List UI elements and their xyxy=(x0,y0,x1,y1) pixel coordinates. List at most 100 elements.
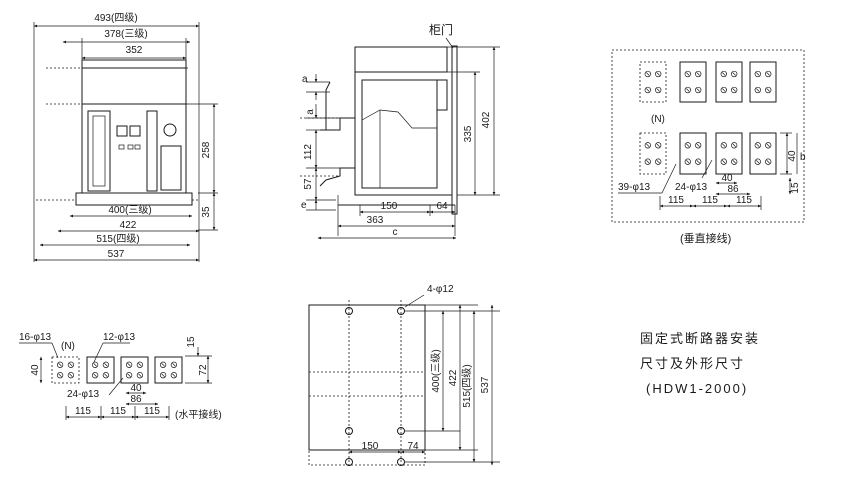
mp-dim-150: 150 xyxy=(362,441,379,452)
bolt-hole xyxy=(731,142,738,149)
bolt-hole xyxy=(644,86,651,94)
bolt-hole xyxy=(720,70,727,78)
bolt-hole xyxy=(765,86,772,94)
on-button xyxy=(116,125,128,137)
title-line3: (HDW1-2000) xyxy=(646,381,748,396)
vt-dim-40b: 40 xyxy=(721,173,733,184)
mounting-plan-view: 4-φ12 400(三级) 422 515(四级) 537 150 74 xyxy=(308,284,500,468)
dim-422: 422 xyxy=(120,220,137,231)
bolt-hole xyxy=(136,361,144,368)
ht-n-label: (N) xyxy=(61,341,75,352)
mount-hole xyxy=(397,458,405,466)
bolt-hole xyxy=(136,372,144,379)
vt-holes-39: 39-φ13 xyxy=(618,182,650,193)
bolt-hole xyxy=(56,372,64,379)
bolt-hole xyxy=(731,70,738,78)
dim-e: e xyxy=(301,200,307,211)
vt-dim-86: 86 xyxy=(727,184,739,195)
bolt-hole xyxy=(720,158,727,165)
busbar-block xyxy=(86,356,115,384)
bolt-hole xyxy=(754,158,761,165)
bolt-hole xyxy=(655,70,662,78)
busbar-block xyxy=(749,132,777,175)
bolt-hole xyxy=(684,70,691,78)
vt-space-1: 115 xyxy=(668,195,684,206)
bolt-hole xyxy=(655,158,662,165)
bolt-hole xyxy=(125,372,133,379)
horizontal-terminal-view: 16-φ13 (N) 12-φ13 24-φ13 40 15 72 40 86 … xyxy=(19,332,222,421)
dim-402: 402 xyxy=(481,111,492,128)
dim-57: 57 xyxy=(303,178,314,190)
bolt-hole xyxy=(655,142,662,149)
busbar-block xyxy=(749,61,777,103)
mp-dim-422: 422 xyxy=(448,369,459,386)
bolt-hole xyxy=(159,361,167,368)
mount-hole xyxy=(397,307,405,315)
busbar-block xyxy=(51,356,80,384)
dim-64: 64 xyxy=(436,201,448,212)
ht-holes-12: 12-φ13 xyxy=(103,332,135,343)
bolt-hole xyxy=(720,142,727,149)
bolt-hole xyxy=(684,86,691,94)
ht-dim-15: 15 xyxy=(186,336,197,348)
ht-space-3: 115 xyxy=(144,406,160,417)
mount-hole xyxy=(345,307,353,315)
mp-dim-515: 515(四级) xyxy=(461,364,473,407)
mp-dim-537: 537 xyxy=(480,376,491,393)
vt-caption: (垂直接线) xyxy=(680,231,731,245)
mp-dim-400: 400(三级) xyxy=(430,349,442,392)
cabinet-door xyxy=(451,45,458,215)
bolt-hole xyxy=(754,70,761,78)
side-view: 柜门 a a 112 57 e 335 xyxy=(300,22,500,240)
mount-hole xyxy=(345,427,353,435)
bolt-hole xyxy=(644,142,651,149)
title-block: 固定式断路器安装 尺寸及外形尺寸 (HDW1-2000) xyxy=(640,331,758,396)
vt-dim-15: 15 xyxy=(790,182,801,194)
vt-n-label: (N) xyxy=(651,114,665,125)
off-button xyxy=(129,125,141,137)
bolt-hole xyxy=(731,158,738,165)
vt-space-2: 115 xyxy=(702,195,718,206)
mounting-outline xyxy=(308,304,426,451)
bolt-hole xyxy=(125,361,133,368)
mount-hole xyxy=(345,458,353,466)
busbar-block xyxy=(715,132,743,175)
dim-150: 150 xyxy=(381,201,398,212)
bolt-hole xyxy=(644,158,651,165)
right-panel xyxy=(160,145,182,191)
dim-537: 537 xyxy=(108,249,125,260)
vertical-terminal-view: (N) 40 b 40 86 15 39-φ13 24-φ13 115 115 … xyxy=(611,49,806,223)
dim-c: c xyxy=(393,227,398,238)
vt-dim-40: 40 xyxy=(787,150,798,162)
indicator xyxy=(163,123,177,137)
busbar-block xyxy=(639,61,667,103)
busbar-block xyxy=(679,132,707,175)
ht-caption: (水平接线) xyxy=(175,408,222,421)
ht-dim-86: 86 xyxy=(130,394,142,405)
dim-a-mid: a xyxy=(305,109,316,115)
bolt-hole xyxy=(159,372,167,379)
bolt-hole xyxy=(102,372,110,379)
dim-378: 378(三级) xyxy=(104,28,147,40)
dim-258: 258 xyxy=(201,141,212,158)
busbar-block xyxy=(154,356,183,384)
bolt-hole xyxy=(684,158,691,165)
dim-35: 35 xyxy=(201,206,212,218)
mount-hole xyxy=(397,427,405,435)
top-block xyxy=(354,46,448,73)
bolt-hole xyxy=(91,372,99,379)
dim-400: 400(三级) xyxy=(108,204,151,216)
dim-363: 363 xyxy=(367,215,384,226)
bolt-hole xyxy=(56,361,64,368)
door-label: 柜门 xyxy=(429,22,453,37)
bolt-hole xyxy=(91,361,99,368)
bolt-hole xyxy=(102,361,110,368)
bolt-hole xyxy=(695,86,702,94)
busbar-block xyxy=(715,61,743,103)
bolt-hole xyxy=(720,86,727,94)
mp-holes: 4-φ12 xyxy=(427,284,454,295)
bolt-hole xyxy=(644,70,651,78)
dim-335: 335 xyxy=(463,125,474,142)
front-view: 493(四级) 378(三级) 352 400(三级) 422 515(四级) … xyxy=(33,12,218,262)
title-line2: 尺寸及外形尺寸 xyxy=(640,356,745,371)
